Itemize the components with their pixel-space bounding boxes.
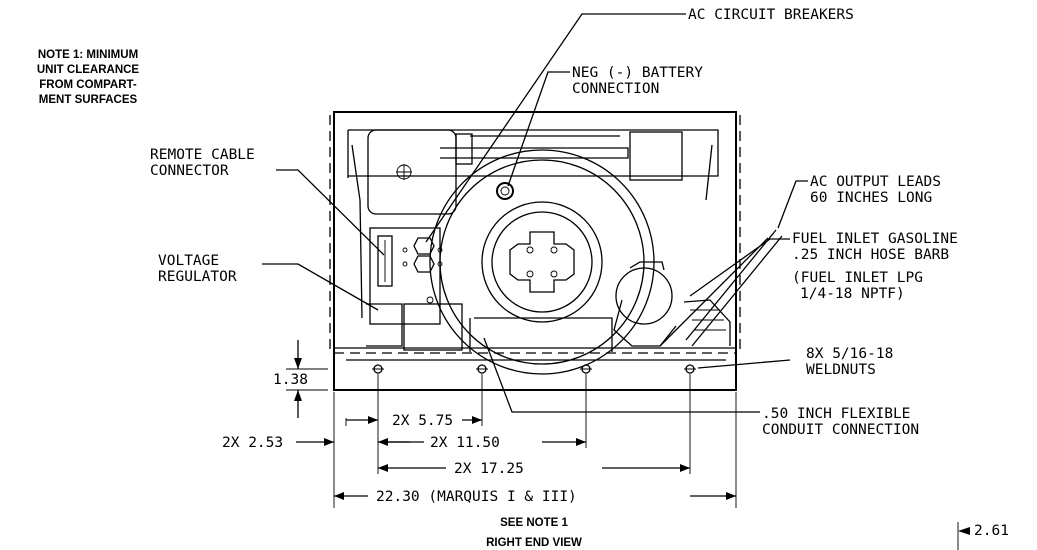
battery-terminal-icon (496, 182, 514, 200)
fuel-gasoline-label-2: .25 INCH HOSE BARB (792, 247, 949, 263)
note-line-1: NOTE 1: MINIMUM (38, 49, 138, 61)
fuel-system (613, 229, 783, 347)
dim-1150-label: 2X 11.50 (430, 435, 500, 451)
note-line-3: FROM COMPART- (39, 79, 137, 91)
voltage-regulator-label-2: REGULATOR (158, 269, 237, 285)
dim-253-label: 2X 2.53 (222, 435, 283, 451)
conduit-label-2: CONDUIT CONNECTION (762, 422, 919, 438)
callout-labels: AC CIRCUIT BREAKERS NEG (-) BATTERY CONN… (150, 7, 958, 438)
neg-battery-label: NEG (-) BATTERY (572, 65, 703, 81)
dim-261-label: 2.61 (974, 523, 1009, 539)
dimension-labels: 1.38 2X 5.75 2X 2.53 2X 11.50 2X 17.25 2… (222, 372, 1009, 539)
weldnuts-label: 8X 5/16-18 (806, 346, 893, 362)
weldnuts (372, 364, 696, 374)
engine-flywheel (429, 149, 655, 375)
view-captions: SEE NOTE 1 RIGHT END VIEW (486, 517, 582, 549)
clearance-note: NOTE 1: MINIMUM UNIT CLEARANCE FROM COMP… (37, 49, 140, 106)
dim-575-label: 2X 5.75 (392, 413, 453, 429)
control-panel (366, 227, 463, 351)
dim-height-label: 1.38 (273, 372, 308, 388)
fuel-pump-icon (615, 267, 673, 325)
see-note-caption: SEE NOTE 1 (500, 517, 568, 529)
dimension-lines (286, 340, 970, 550)
view-caption: RIGHT END VIEW (486, 537, 582, 549)
ac-output-label-2: 60 INCHES LONG (810, 190, 932, 206)
fuel-lpg-label: (FUEL INLET LPG (792, 270, 923, 286)
fuel-gasoline-label: FUEL INLET GASOLINE (792, 231, 958, 247)
leader-lines (262, 13, 808, 413)
weldnuts-label-2: WELDNUTS (806, 362, 876, 378)
remote-cable-label: REMOTE CABLE (150, 147, 255, 163)
generator-housing (329, 111, 741, 391)
note-line-2: UNIT CLEARANCE (37, 64, 140, 76)
remote-cable-label-2: CONNECTOR (150, 163, 229, 179)
neg-battery-label-2: CONNECTION (572, 81, 659, 97)
fuel-lpg-label-2: 1/4-18 NPTF) (800, 286, 905, 302)
conduit-label: .50 INCH FLEXIBLE (762, 406, 910, 422)
voltage-regulator-label: VOLTAGE (158, 253, 219, 269)
ac-breakers-label: AC CIRCUIT BREAKERS (688, 7, 854, 23)
air-cleaner-box (367, 129, 473, 215)
breaker-1-icon (413, 237, 435, 255)
breaker-2-icon (413, 255, 435, 273)
dim-1725-label: 2X 17.25 (454, 461, 524, 477)
dim-2230-label: 22.30 (MARQUIS I & III) (376, 489, 577, 505)
ac-output-label: AC OUTPUT LEADS (810, 174, 941, 190)
note-line-4: MENT SURFACES (39, 94, 138, 106)
